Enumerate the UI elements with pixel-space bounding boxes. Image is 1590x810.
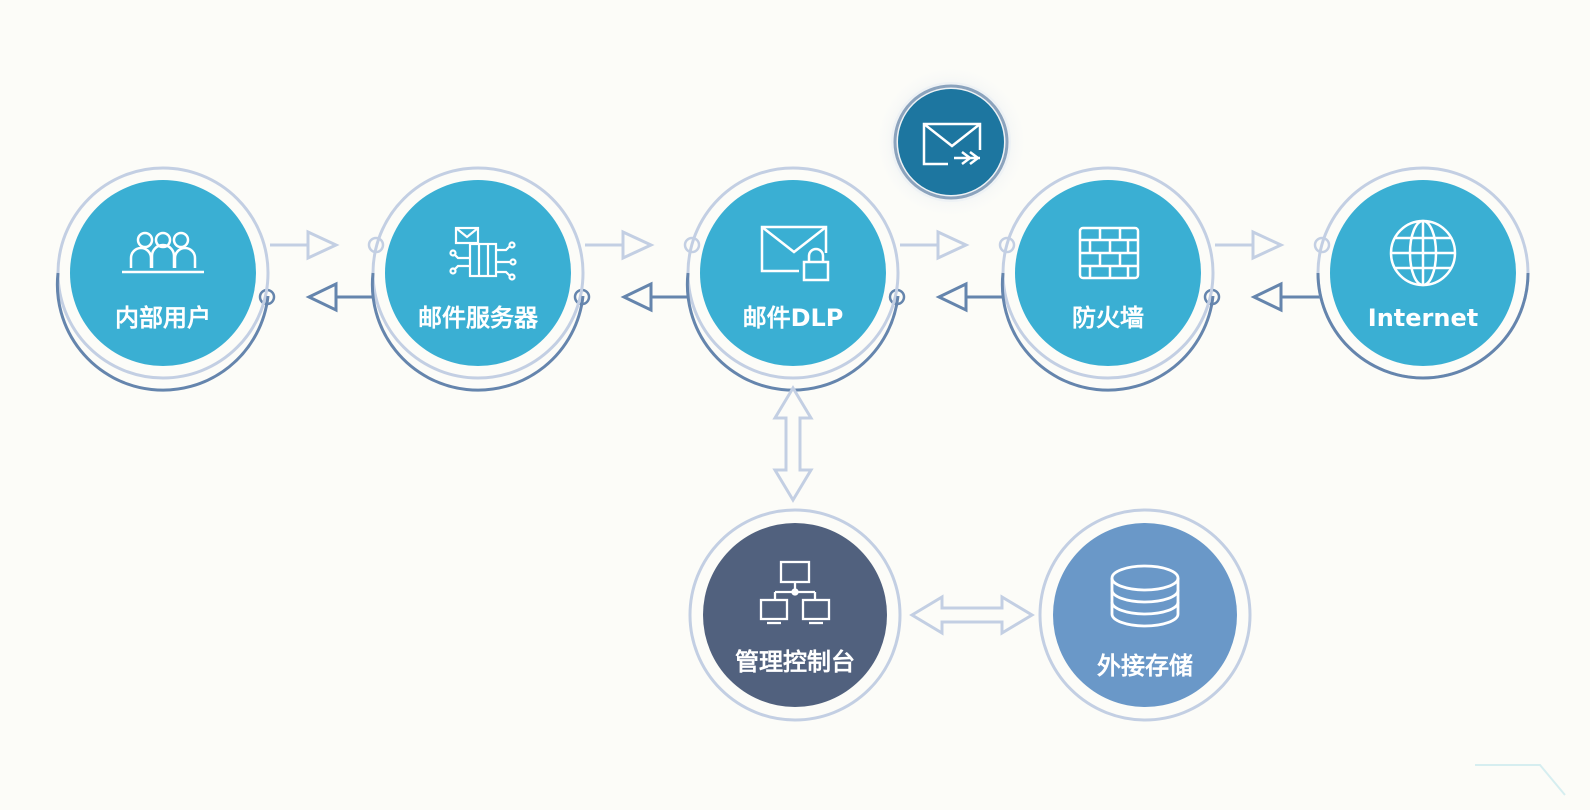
network-icon: [759, 560, 831, 625]
node-external-storage[interactable]: 外接存储: [1038, 508, 1252, 722]
node-mail-dlp[interactable]: 邮件DLP: [685, 166, 900, 392]
users-icon: [122, 231, 204, 274]
arrow-backward-4: [1250, 281, 1320, 313]
arrow-forward-4: [1215, 229, 1285, 261]
node-label: 内部用户: [115, 304, 211, 332]
corner-decoration: [1475, 764, 1566, 796]
node-label: 邮件服务器: [418, 304, 539, 332]
node-label: Internet: [1368, 304, 1478, 332]
arrow-backward-2: [620, 281, 690, 313]
node-label: 防火墙: [1072, 304, 1144, 332]
console-storage-link: [909, 594, 1035, 636]
node-label: 管理控制台: [735, 648, 855, 676]
firewall-icon: [1078, 226, 1140, 280]
arrow-forward-1: [270, 229, 340, 261]
arrow-backward-3: [935, 281, 1005, 313]
email-badge: [873, 64, 1029, 220]
node-label: 邮件DLP: [743, 304, 844, 332]
dlp-console-link: [772, 385, 814, 503]
node-mail-server[interactable]: 邮件服务器: [370, 166, 585, 392]
globe-icon: [1389, 219, 1457, 287]
node-firewall[interactable]: 防火墙: [1000, 166, 1215, 392]
node-internet[interactable]: Internet: [1316, 166, 1530, 380]
mail-lock-icon: [760, 225, 830, 282]
node-label: 外接存储: [1097, 652, 1193, 680]
arrow-backward-1: [305, 281, 375, 313]
node-internal-users[interactable]: 内部用户: [55, 166, 270, 392]
forward-flow-arrows: [270, 229, 1285, 261]
backward-flow-arrows: [305, 281, 1320, 313]
database-icon: [1110, 564, 1180, 628]
node-management-console[interactable]: 管理控制台: [688, 508, 902, 722]
mail-send-icon: [922, 122, 982, 166]
arrow-forward-2: [585, 229, 655, 261]
arrow-forward-3: [900, 229, 970, 261]
mail-server-icon: [449, 226, 517, 281]
